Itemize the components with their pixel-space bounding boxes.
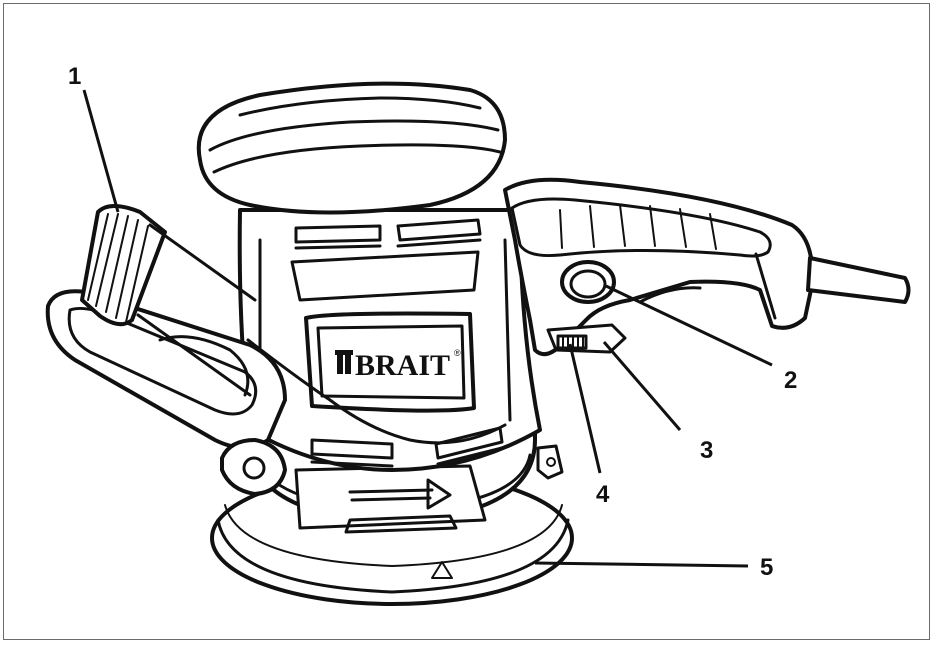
rear-handle [503, 177, 815, 357]
dust-collector [45, 204, 287, 450]
speed-control-wheel [556, 334, 588, 350]
callout-3: 3 [700, 437, 713, 464]
body-seam [246, 338, 507, 445]
brand-logo-text: BRAIT [355, 349, 450, 382]
upper-vents [290, 218, 482, 302]
lock-button [560, 260, 616, 304]
leader-line-4 [568, 343, 602, 474]
pad-triangle-mark [431, 561, 453, 579]
palm-cap [196, 81, 507, 215]
callout-1: 1 [68, 63, 81, 90]
leader-line-5 [534, 561, 749, 568]
pad-clip [536, 444, 564, 480]
lower-vents [310, 426, 504, 468]
power-cord [806, 256, 911, 304]
callout-4: 4 [596, 481, 610, 508]
diagram-frame [3, 3, 930, 640]
leader-line-3 [602, 341, 682, 431]
leader-line-2 [605, 284, 773, 367]
collector-lock-knob [220, 438, 287, 496]
logo-plate [304, 311, 476, 413]
registered-mark: ® [454, 348, 461, 358]
rotation-arrow-panel [294, 464, 487, 534]
brand-logo: BRAIT ® [335, 348, 461, 382]
leader-line-1 [82, 89, 120, 213]
callout-5: 5 [760, 554, 773, 581]
callout-2: 2 [784, 367, 797, 394]
